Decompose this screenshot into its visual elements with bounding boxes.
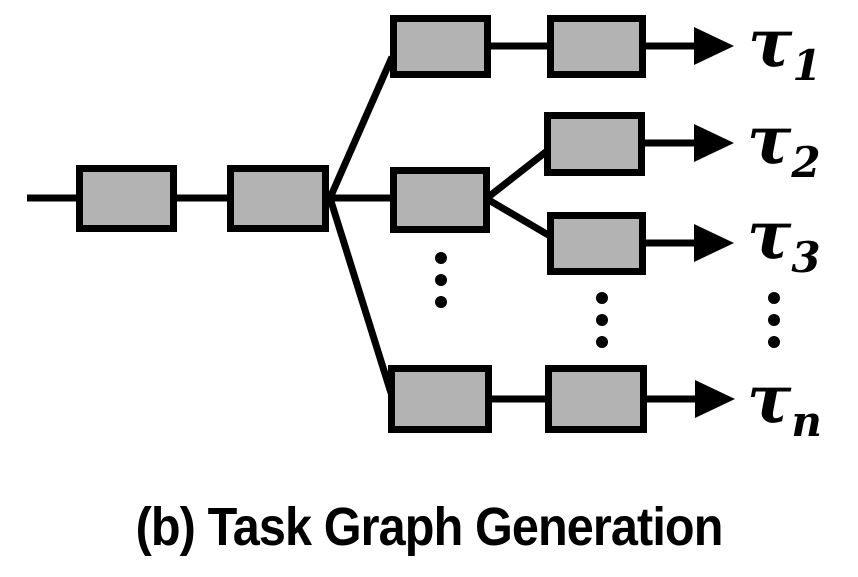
- edge-fork-down: [485, 195, 552, 240]
- task-node-bottom-1: [388, 365, 492, 433]
- task-node-top-2: [547, 15, 646, 78]
- task-node-mid: [390, 167, 490, 233]
- tau-subscript: n: [791, 397, 822, 446]
- output-label-tau2: τ2: [747, 107, 821, 184]
- edge-branch-to-top: [326, 55, 396, 200]
- vertical-ellipsis-icon: [596, 292, 608, 348]
- vertical-ellipsis-icon: [768, 292, 780, 348]
- figure-caption-row: (b) Task Graph Generation: [0, 496, 858, 558]
- tau-symbol: τ: [747, 101, 792, 179]
- tau-subscript: 2: [791, 138, 821, 187]
- tau-symbol: τ: [747, 360, 792, 438]
- edge-fork-up: [484, 148, 550, 201]
- output-label-taun: τn: [747, 366, 822, 443]
- output-label-tau3: τ3: [747, 202, 821, 279]
- task-node-bottom-2: [545, 365, 647, 433]
- arrowhead-icon: [694, 124, 734, 162]
- output-label-tau1: τ1: [748, 10, 822, 87]
- tau-symbol: τ: [747, 196, 792, 274]
- task-node-root-1: [76, 165, 177, 232]
- arrowhead-icon: [694, 224, 734, 262]
- arrowhead-icon: [695, 380, 735, 418]
- edge-branch-to-bottom: [326, 196, 395, 395]
- task-node-mid-lower: [547, 212, 646, 275]
- figure-caption: (b) Task Graph Generation: [135, 497, 724, 557]
- tau-subscript: 3: [791, 233, 821, 282]
- task-node-root-2: [227, 165, 329, 232]
- tau-subscript: 1: [792, 41, 822, 90]
- vertical-ellipsis-icon: [435, 252, 447, 308]
- task-node-top-1: [390, 15, 491, 78]
- tau-symbol: τ: [748, 4, 793, 82]
- task-node-mid-upper: [544, 112, 645, 176]
- arrowhead-icon: [694, 27, 734, 65]
